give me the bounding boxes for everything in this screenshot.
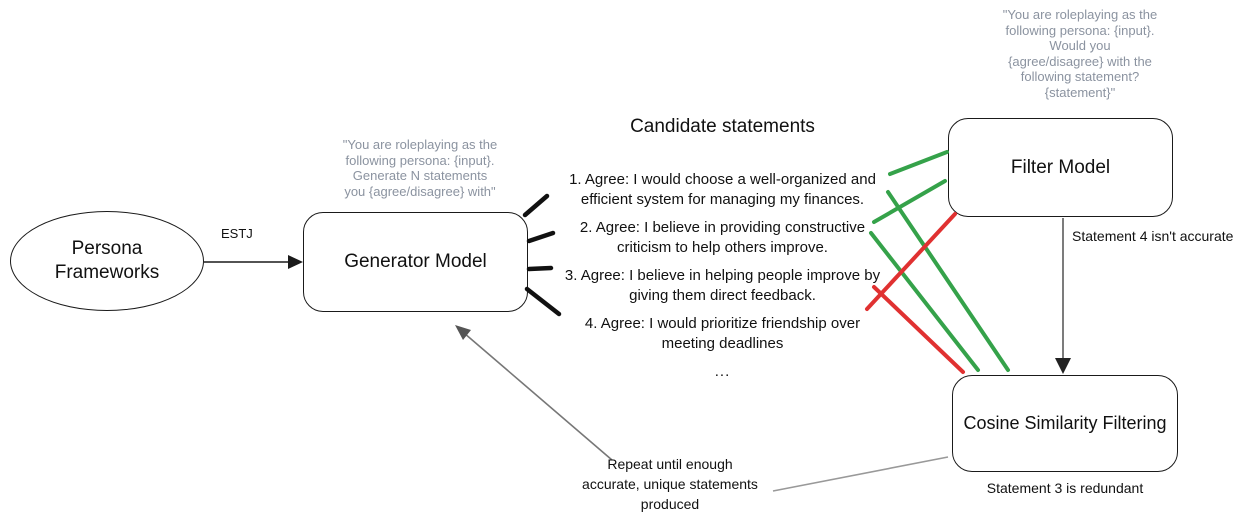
persona-frameworks-label: Persona Frameworks	[54, 238, 160, 283]
statement-3: 3. Agree: I believe in helping people im…	[564, 266, 881, 304]
candidate-statements-heading: Candidate statements	[630, 116, 815, 137]
statement-4: 4. Agree: I would prioritize friendship …	[584, 314, 861, 352]
green-line-s1-to-cosine	[886, 190, 1010, 372]
statements-ellipsis: ...	[714, 362, 731, 380]
cosine-to-note-line	[772, 456, 949, 492]
filter-model-node: Filter Model	[948, 118, 1173, 217]
cosine-similarity-label: Cosine Similarity Filtering	[963, 413, 1167, 434]
cosine-annotation: Statement 3 is redundant	[986, 480, 1144, 496]
generator-prompt-text: "You are roleplaying as the following pe…	[342, 137, 498, 199]
statement-2: 2. Agree: I believe in providing constru…	[579, 218, 866, 256]
estj-arrowhead-icon	[288, 255, 303, 269]
statement-1: 1. Agree: I would choose a well-organize…	[569, 171, 876, 208]
filter-annotation: Statement 4 isn't accurate	[1072, 228, 1234, 244]
persona-frameworks-node: Persona Frameworks	[10, 211, 204, 311]
filter-to-cosine-arrowhead-icon	[1055, 358, 1071, 374]
candidate-statements-list: 1. Agree: I would choose a well-organize…	[540, 170, 905, 389]
repeat-arrowhead-icon	[455, 325, 471, 340]
repeat-note: Repeat until enough accurate, unique sta…	[582, 456, 758, 513]
cosine-similarity-node: Cosine Similarity Filtering	[952, 375, 1178, 472]
generator-model-label: Generator Model	[344, 251, 487, 273]
filter-model-label: Filter Model	[1010, 156, 1111, 178]
generator-model-node: Generator Model	[303, 212, 528, 312]
filter-prompt-text: "You are roleplaying as the following pe…	[1002, 7, 1158, 100]
estj-label: ESTJ	[221, 226, 253, 241]
